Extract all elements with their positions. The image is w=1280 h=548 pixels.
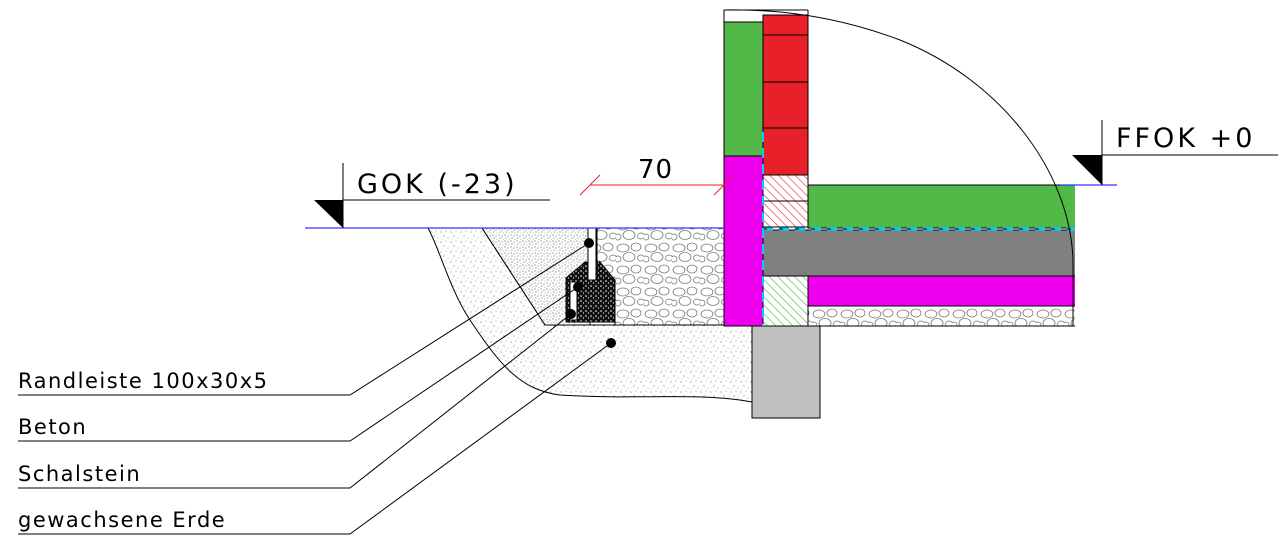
schalstein-block bbox=[569, 281, 578, 321]
perimeter-insulation bbox=[723, 155, 764, 327]
label-beton: Beton bbox=[18, 415, 87, 439]
label-randleiste: Randleiste 100x30x5 bbox=[18, 369, 269, 393]
floor-screed bbox=[807, 184, 1075, 229]
label-erde: gewachsene Erde bbox=[18, 508, 226, 532]
base-insulation-hatched bbox=[762, 275, 809, 327]
insulation-under-slab bbox=[807, 275, 1075, 307]
ground-level-marker: GOK (-23) bbox=[314, 163, 550, 228]
floor-level-text: FFOK +0 bbox=[1116, 123, 1255, 154]
gravel-bed-inside bbox=[807, 305, 1075, 327]
concrete-bed bbox=[565, 261, 616, 323]
floor-level-marker: FFOK +0 bbox=[1072, 120, 1278, 185]
ground-level-text: GOK (-23) bbox=[357, 169, 518, 200]
exterior-cladding bbox=[723, 21, 764, 157]
dimension-value: 70 bbox=[638, 155, 673, 185]
edging-strip bbox=[587, 227, 597, 281]
foundation-block bbox=[751, 324, 821, 419]
gravel-bed-outside bbox=[596, 227, 725, 326]
detail-circle bbox=[723, 9, 1074, 326]
soil-earth bbox=[427, 227, 753, 403]
label-schalstein: Schalstein bbox=[18, 462, 141, 486]
brick-wall bbox=[762, 14, 809, 176]
concrete-slab bbox=[762, 229, 1075, 277]
dimension-70: 70 bbox=[579, 155, 735, 196]
